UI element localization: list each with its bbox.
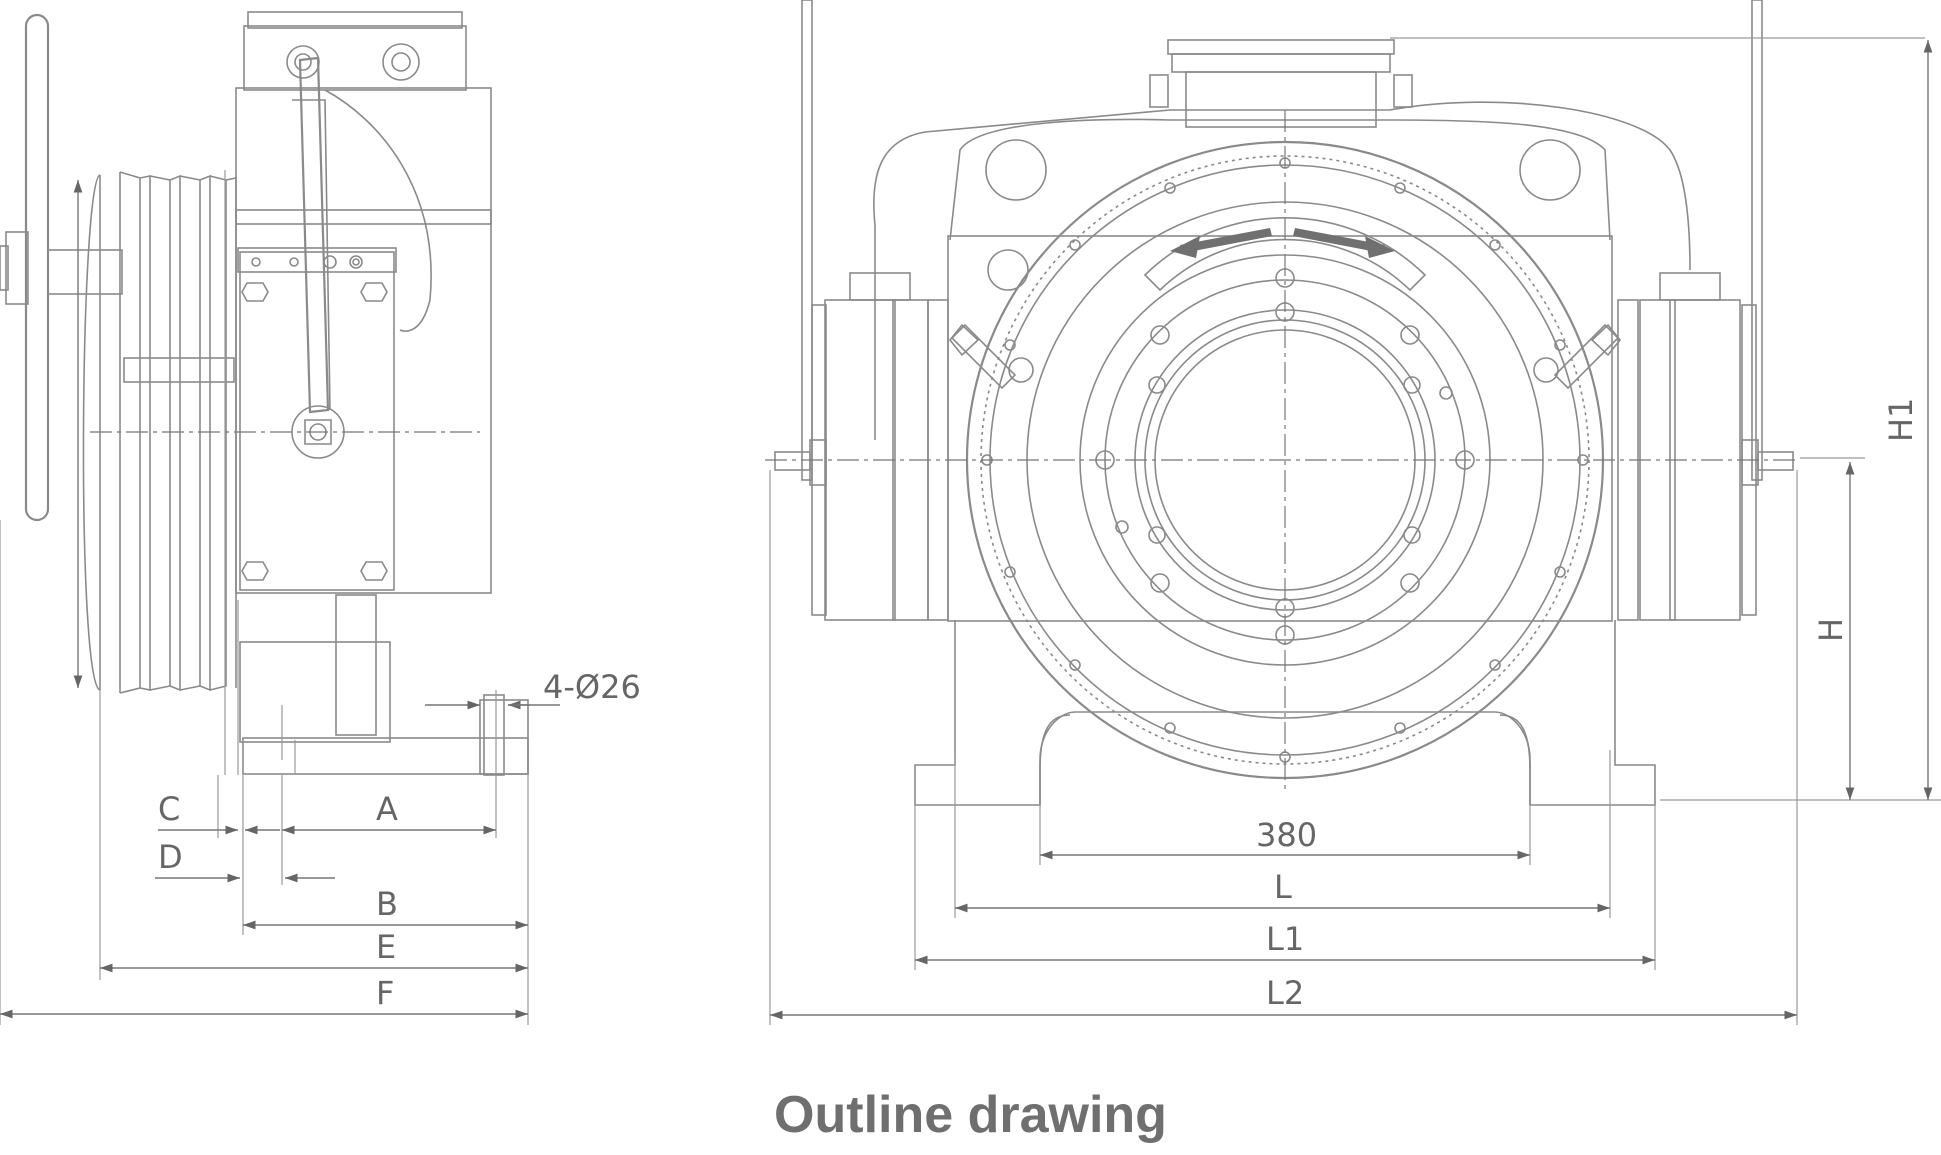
front-view: 380 L L1 L2 H H1 bbox=[765, 0, 1941, 1025]
dim-H1: H1 bbox=[1882, 398, 1920, 442]
dim-F: F bbox=[376, 974, 394, 1012]
dim-hole-note: 4-Ø26 bbox=[543, 668, 641, 706]
dim-L2: L2 bbox=[1266, 974, 1304, 1012]
dim-C: C bbox=[158, 790, 180, 828]
drawing-caption: Outline drawing bbox=[774, 1086, 1167, 1144]
handwheel bbox=[0, 13, 123, 522]
dim-A: A bbox=[376, 790, 398, 828]
motor-housing bbox=[224, 11, 529, 776]
traction-sheave bbox=[82, 171, 237, 694]
side-view: 4-Ø26 C A D B E F bbox=[0, 11, 641, 1025]
dim-B: B bbox=[376, 885, 398, 923]
dim-L: L bbox=[1274, 868, 1292, 906]
dim-H: H bbox=[1812, 618, 1850, 642]
dim-D: D bbox=[158, 838, 183, 876]
dim-E: E bbox=[376, 928, 396, 966]
dim-380: 380 bbox=[1256, 816, 1317, 854]
dim-L1: L1 bbox=[1266, 920, 1304, 958]
front-dimensions: 380 L L1 L2 H H1 bbox=[770, 40, 1933, 1020]
side-dimensions: 4-Ø26 C A D B E F bbox=[0, 520, 641, 1025]
